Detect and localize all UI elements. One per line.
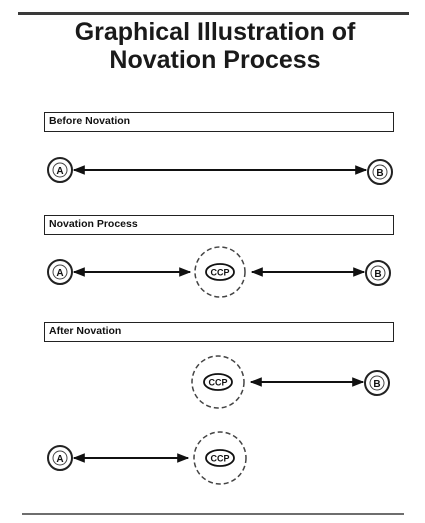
party-a-node: A — [47, 259, 73, 285]
party-a-node: A — [47, 445, 73, 471]
ccp-node: CCP — [193, 431, 247, 485]
section-label-process: Novation Process — [44, 215, 394, 235]
novation-process-group: A CCP B — [47, 246, 391, 298]
bottom-rule — [22, 513, 404, 515]
party-b-label: B — [373, 379, 380, 390]
party-a-label: A — [56, 166, 63, 177]
after-novation-group: CCP B A CCP — [47, 355, 390, 485]
ccp-label: CCP — [210, 454, 229, 464]
party-a-node: A — [47, 157, 73, 183]
top-rule — [18, 12, 409, 15]
party-b-node: B — [367, 159, 393, 185]
party-b-label: B — [374, 269, 381, 280]
party-a-label: A — [56, 454, 63, 465]
section-label-before: Before Novation — [44, 112, 394, 132]
party-a-label: A — [56, 268, 63, 279]
party-b-label: B — [376, 168, 383, 179]
ccp-label: CCP — [210, 268, 229, 278]
ccp-node: CCP — [194, 246, 246, 298]
section-label-after: After Novation — [44, 322, 394, 342]
party-b-node: B — [365, 260, 391, 286]
diagram-title: Graphical Illustration of Novation Proce… — [74, 18, 356, 74]
before-novation-group: A B — [47, 157, 393, 185]
ccp-label: CCP — [208, 378, 227, 388]
ccp-node: CCP — [191, 355, 245, 409]
party-b-node: B — [364, 370, 390, 396]
